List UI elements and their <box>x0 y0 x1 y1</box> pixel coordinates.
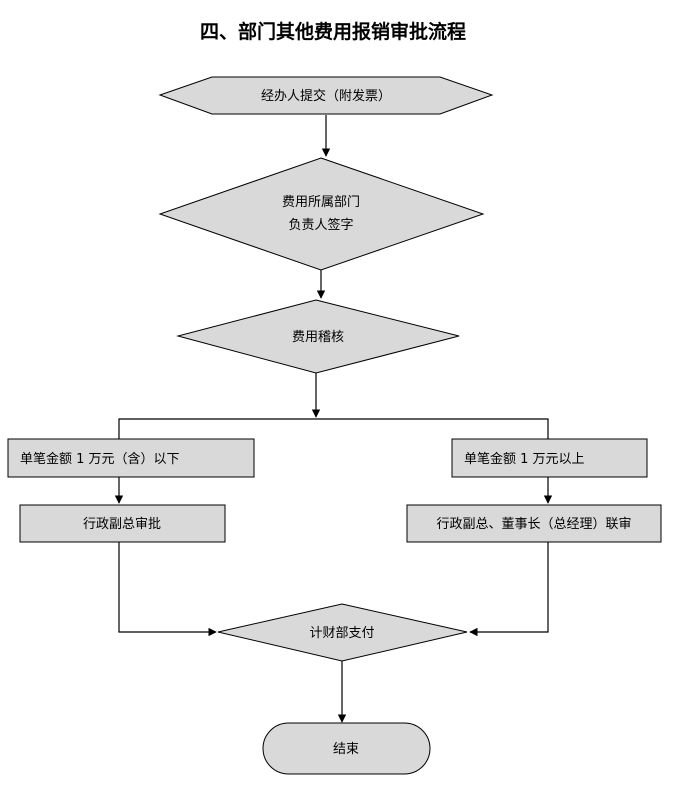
node-under-10k-label: 单笔金额 1 万元（含）以下 <box>20 451 180 467</box>
node-dept-head-label-line1: 费用所属部门 <box>282 195 360 210</box>
arrow-joint-review-to-pay <box>469 542 549 637</box>
node-audit-label: 费用稽核 <box>292 330 344 345</box>
node-finance-pay: 计财部支付 <box>217 603 468 662</box>
node-admin-vp-label: 行政副总审批 <box>83 517 161 532</box>
node-audit: 费用稽核 <box>176 299 460 374</box>
connectors <box>114 115 553 723</box>
node-dept-head: 费用所属部门 负责人签字 <box>158 157 485 271</box>
node-dept-head-label-line2: 负责人签字 <box>288 217 353 233</box>
node-finance-pay-label: 计财部支付 <box>309 626 374 641</box>
node-over-10k-label: 单笔金额 1 万元以上 <box>464 451 585 467</box>
node-submit: 经办人提交（附发票） <box>158 76 494 115</box>
node-joint-review-label: 行政副总、董事长（总经理）联审 <box>436 517 631 532</box>
node-submit-label: 经办人提交（附发票） <box>261 88 391 104</box>
node-admin-vp: 行政副总审批 <box>19 504 226 543</box>
node-end: 结束 <box>262 722 431 775</box>
flowchart-title: 四、部门其他费用报销审批流程 <box>200 20 466 43</box>
node-over-10k: 单笔金额 1 万元以上 <box>451 438 648 478</box>
node-end-label: 结束 <box>333 742 359 757</box>
node-joint-review: 行政副总、董事长（总经理）联审 <box>406 504 662 543</box>
branch-bar <box>118 418 549 439</box>
node-under-10k: 单笔金额 1 万元（含）以下 <box>7 438 255 478</box>
arrow-admin-vp-to-pay <box>118 542 217 637</box>
